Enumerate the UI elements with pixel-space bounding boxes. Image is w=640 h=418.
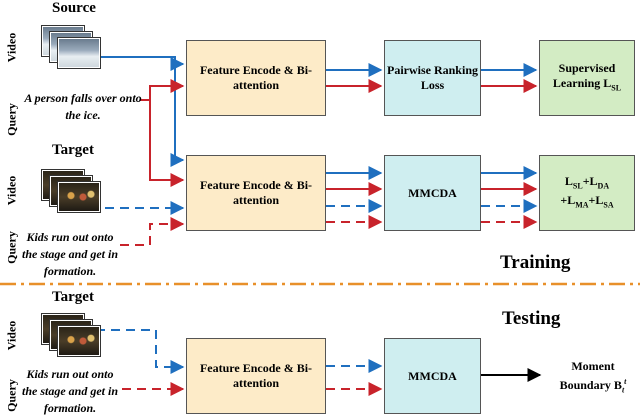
video-frame xyxy=(58,182,100,212)
arrow-tgt-query-enc2 xyxy=(120,217,185,246)
loss-line-2: +LMA+LSA xyxy=(560,193,614,210)
source-query: A person falls over onto the ice. xyxy=(24,91,142,122)
supervised-learning-label: Supervised Learning LSL xyxy=(552,60,622,93)
encoder-box-source: Feature Encode & Bi-attention xyxy=(186,40,326,116)
target-query: Kids run out onto the stage and get in f… xyxy=(21,230,118,278)
target-title: Target xyxy=(52,142,94,158)
video-frame xyxy=(58,38,100,68)
target-title-test: Target xyxy=(52,289,94,305)
source-title: Source xyxy=(52,0,96,16)
test-target-query: Kids run out onto the stage and get in f… xyxy=(21,367,118,415)
side-label-query: Query xyxy=(4,103,19,136)
side-label-video: Video xyxy=(4,32,19,63)
mmcda-label: MMCDA xyxy=(408,185,457,200)
encoder-label: Feature Encode & Bi-attention xyxy=(199,63,313,92)
arrow-src-query-enc1 xyxy=(149,79,185,100)
pairwise-ranking-label: Pairwise Ranking Loss xyxy=(386,63,478,92)
side-label-video: Video xyxy=(4,320,19,351)
mmcda-box: MMCDA xyxy=(384,155,481,231)
mmcda-label: MMCDA xyxy=(408,368,457,383)
arrow-src-video-enc2 xyxy=(170,57,185,167)
pairwise-ranking-box: Pairwise Ranking Loss xyxy=(384,40,481,116)
output-line-2: Boundary Btt xyxy=(559,377,627,395)
testing-title: Testing xyxy=(502,308,561,329)
encoder-box-target: Feature Encode & Bi-attention xyxy=(186,155,326,231)
encoder-label: Feature Encode & Bi-attention xyxy=(199,361,313,390)
loss-line-1: LSL+LDA xyxy=(564,173,610,190)
arrow-tgt-video-enc2 xyxy=(97,200,185,215)
side-label-video: Video xyxy=(4,175,19,206)
mmcda-box-test: MMCDA xyxy=(384,338,481,414)
arrow-src-query-enc2 xyxy=(149,100,185,187)
training-title: Training xyxy=(500,252,571,273)
encoder-box-test: Feature Encode & Bi-attention xyxy=(186,338,326,414)
moment-boundary-output: Moment Boundary Btt xyxy=(548,358,638,398)
video-frame xyxy=(58,326,100,356)
encoder-label: Feature Encode & Bi-attention xyxy=(199,178,313,207)
supervised-learning-box: Supervised Learning LSL xyxy=(539,40,635,116)
output-line-1: Moment xyxy=(571,359,615,373)
arrow-src-video-enc1 xyxy=(96,56,185,71)
arrow-test-video-enc xyxy=(155,330,185,374)
loss-box: LSL+LDA +LMA+LSA xyxy=(539,155,635,231)
